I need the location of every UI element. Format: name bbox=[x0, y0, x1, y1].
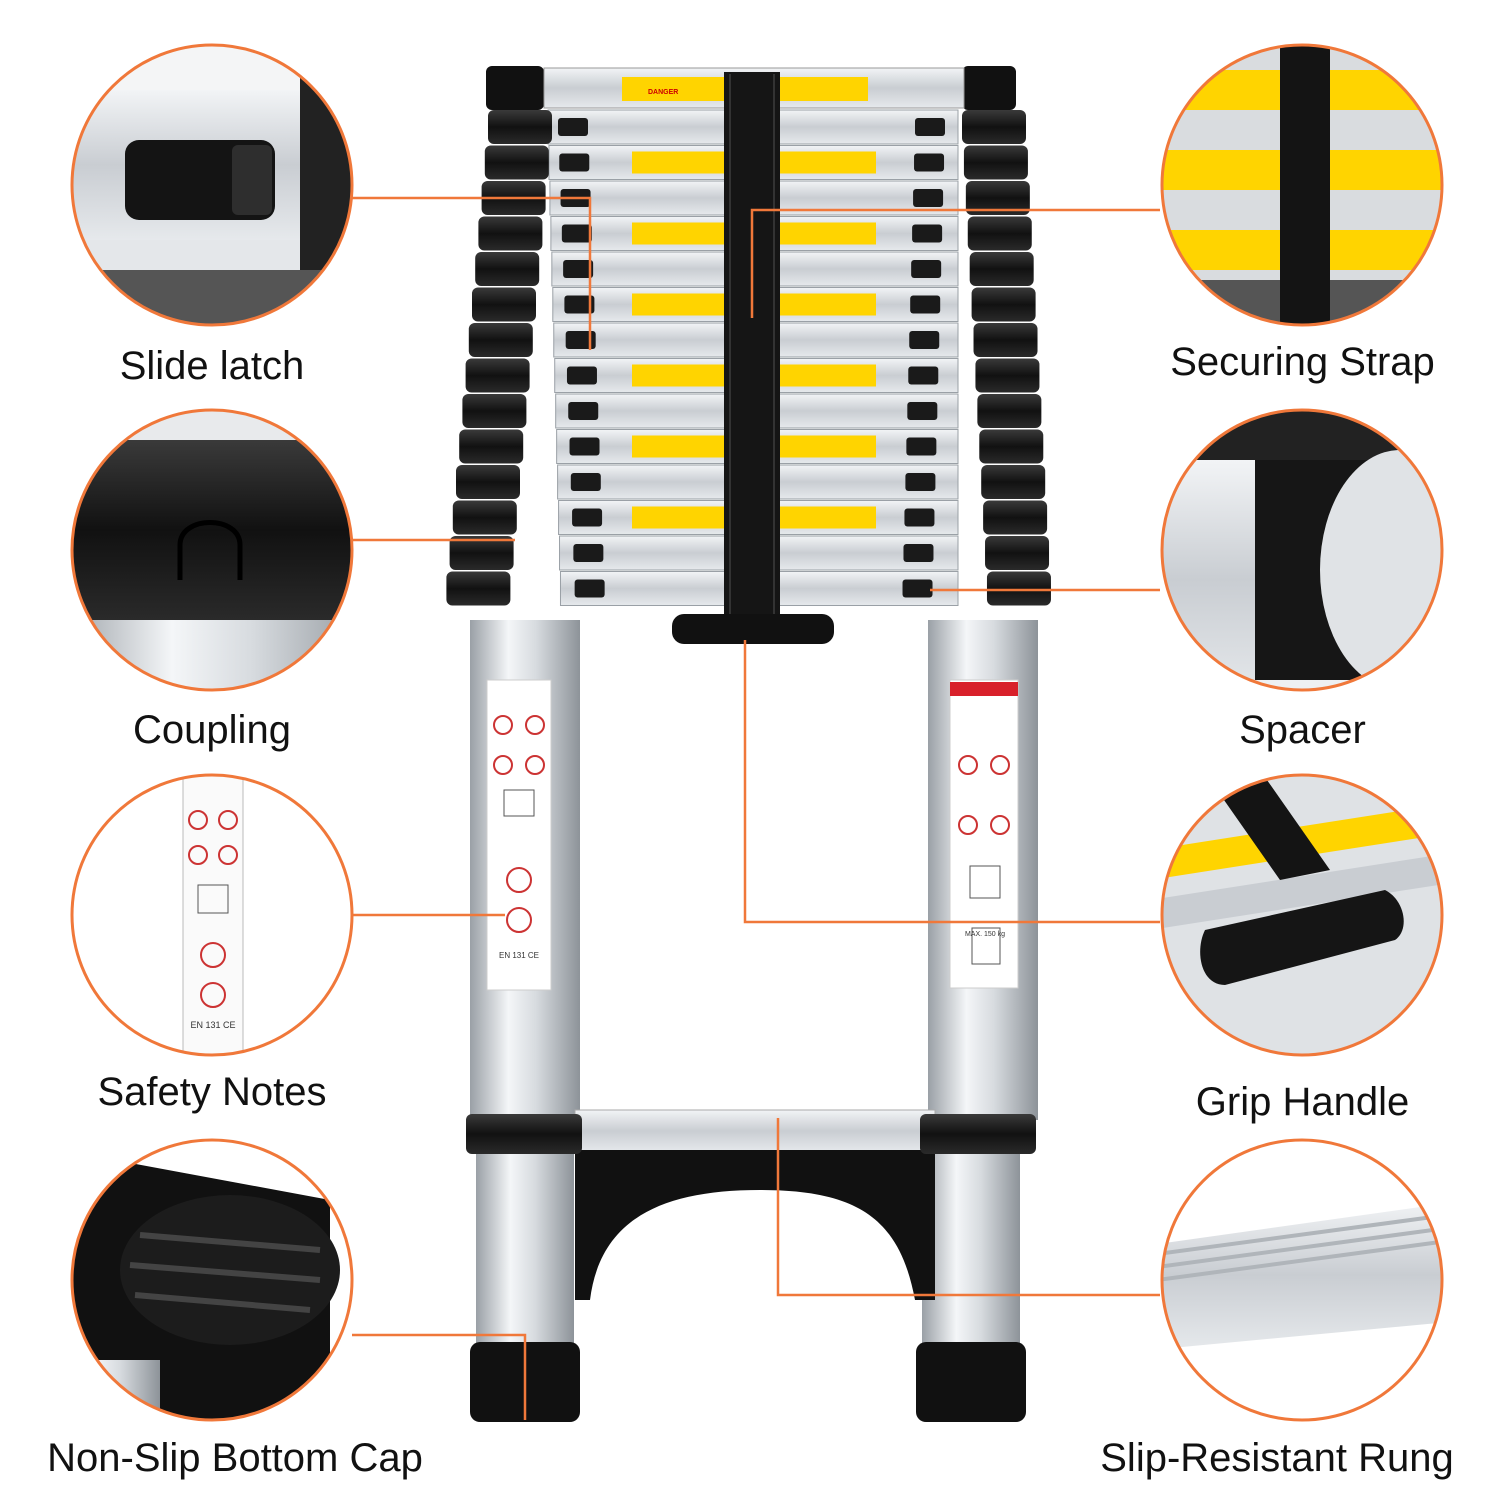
slide-latch-left bbox=[569, 437, 600, 456]
slide-latch-right bbox=[910, 295, 941, 314]
detail-bottom-cap bbox=[70, 1138, 354, 1422]
coupling-left bbox=[484, 145, 549, 180]
coupling-right bbox=[963, 145, 1028, 180]
right-safety-sticker bbox=[949, 679, 1019, 989]
coupling-left bbox=[459, 429, 524, 464]
label-slip-resistant-rung: Slip-Resistant Rung bbox=[1100, 1436, 1454, 1480]
slide-latch-left bbox=[574, 579, 605, 598]
label-spacer: Spacer bbox=[1239, 708, 1366, 752]
slide-latch-right bbox=[906, 437, 937, 456]
coupling-right bbox=[981, 465, 1046, 499]
slide-latch-left bbox=[566, 366, 597, 385]
coupling-left bbox=[488, 110, 552, 144]
coupling-left bbox=[478, 216, 543, 251]
telescopic-ladder: EN 131 CE MAX. 150 kg DANGER bbox=[446, 66, 1051, 1422]
coupling-left bbox=[452, 500, 517, 535]
label-coupling: Coupling bbox=[133, 708, 291, 752]
coupling-right bbox=[969, 252, 1034, 286]
coupling-right bbox=[965, 181, 1030, 215]
label-securing-strap: Securing Strap bbox=[1170, 340, 1435, 384]
grip-handle bbox=[672, 614, 834, 644]
coupling-right bbox=[975, 358, 1040, 393]
coupling-right bbox=[985, 536, 1050, 570]
right-stile-lower bbox=[922, 1150, 1020, 1360]
slide-latch-left bbox=[568, 402, 599, 420]
coupling-left bbox=[468, 323, 533, 357]
slip-resistant-rung bbox=[574, 1109, 936, 1153]
coupling-left bbox=[465, 358, 530, 393]
right-bottom-cap bbox=[916, 1342, 1026, 1422]
label-grip-handle: Grip Handle bbox=[1195, 1080, 1410, 1124]
slide-latch-right bbox=[907, 402, 938, 420]
slide-latch-right bbox=[915, 118, 945, 136]
slide-latch-right bbox=[904, 508, 935, 527]
coupling-right bbox=[973, 323, 1038, 357]
slide-latch-right bbox=[913, 189, 944, 207]
slide-latch-left bbox=[559, 153, 590, 172]
slide-latch-left bbox=[558, 118, 588, 136]
coupling-right bbox=[962, 110, 1026, 144]
left-safety-sticker bbox=[486, 679, 552, 991]
detail-securing-strap bbox=[1160, 43, 1444, 327]
detail-rung bbox=[1160, 1138, 1444, 1422]
coupling-left bbox=[449, 536, 514, 570]
slide-latch-right bbox=[914, 153, 945, 172]
detail-safety-notes: EN 131 CE bbox=[70, 773, 354, 1057]
rung-support-bracket bbox=[575, 1150, 935, 1300]
detail-en-standard: EN 131 CE bbox=[190, 1020, 235, 1030]
coupling-right bbox=[967, 216, 1032, 251]
coupling-left bbox=[446, 571, 511, 606]
label-non-slip-bottom-cap: Non-Slip Bottom Cap bbox=[47, 1436, 423, 1480]
right-max-load: MAX. 150 kg bbox=[965, 931, 1005, 938]
danger-text: DANGER bbox=[648, 89, 678, 96]
slide-latch-left bbox=[561, 224, 592, 243]
detail-slide-latch bbox=[70, 43, 354, 327]
coupling-right-bottom bbox=[920, 1114, 1036, 1154]
coupling-left bbox=[456, 465, 520, 499]
coupling-left bbox=[472, 287, 536, 322]
callout-lines bbox=[352, 196, 1160, 1420]
slide-latch-right bbox=[912, 224, 943, 243]
coupling-left bbox=[462, 394, 527, 428]
slide-latch-left bbox=[564, 295, 595, 314]
coupling-right bbox=[971, 287, 1036, 322]
left-stile-lower bbox=[476, 1150, 574, 1360]
coupling-right bbox=[979, 429, 1044, 464]
top-cap-left bbox=[486, 66, 544, 110]
label-safety-notes: Safety Notes bbox=[97, 1070, 327, 1114]
slide-latch-left bbox=[573, 544, 604, 562]
slide-latch-right bbox=[905, 473, 936, 491]
top-cap-right bbox=[962, 66, 1016, 110]
left-en-standard: EN 131 CE bbox=[499, 951, 539, 960]
slide-latch-left bbox=[563, 260, 594, 278]
slide-latch-left bbox=[572, 508, 603, 527]
detail-grip-handle bbox=[1160, 773, 1444, 1057]
securing-strap bbox=[724, 72, 780, 620]
slide-latch-left bbox=[570, 473, 601, 491]
slide-latch-right bbox=[903, 544, 934, 562]
slide-latch-right bbox=[909, 331, 940, 349]
coupling-right bbox=[983, 500, 1048, 535]
coupling-left-bottom bbox=[466, 1114, 582, 1154]
detail-spacer bbox=[1160, 408, 1444, 692]
slide-latch-right bbox=[908, 366, 939, 385]
detail-coupling bbox=[70, 408, 354, 692]
slide-latch-right bbox=[911, 260, 942, 278]
slide-latch-left bbox=[565, 331, 596, 349]
slide-latch-right bbox=[902, 579, 933, 598]
coupling-left bbox=[475, 252, 540, 286]
label-slide-latch: Slide latch bbox=[119, 344, 305, 388]
coupling-right bbox=[986, 571, 1051, 606]
coupling-right bbox=[977, 394, 1042, 428]
